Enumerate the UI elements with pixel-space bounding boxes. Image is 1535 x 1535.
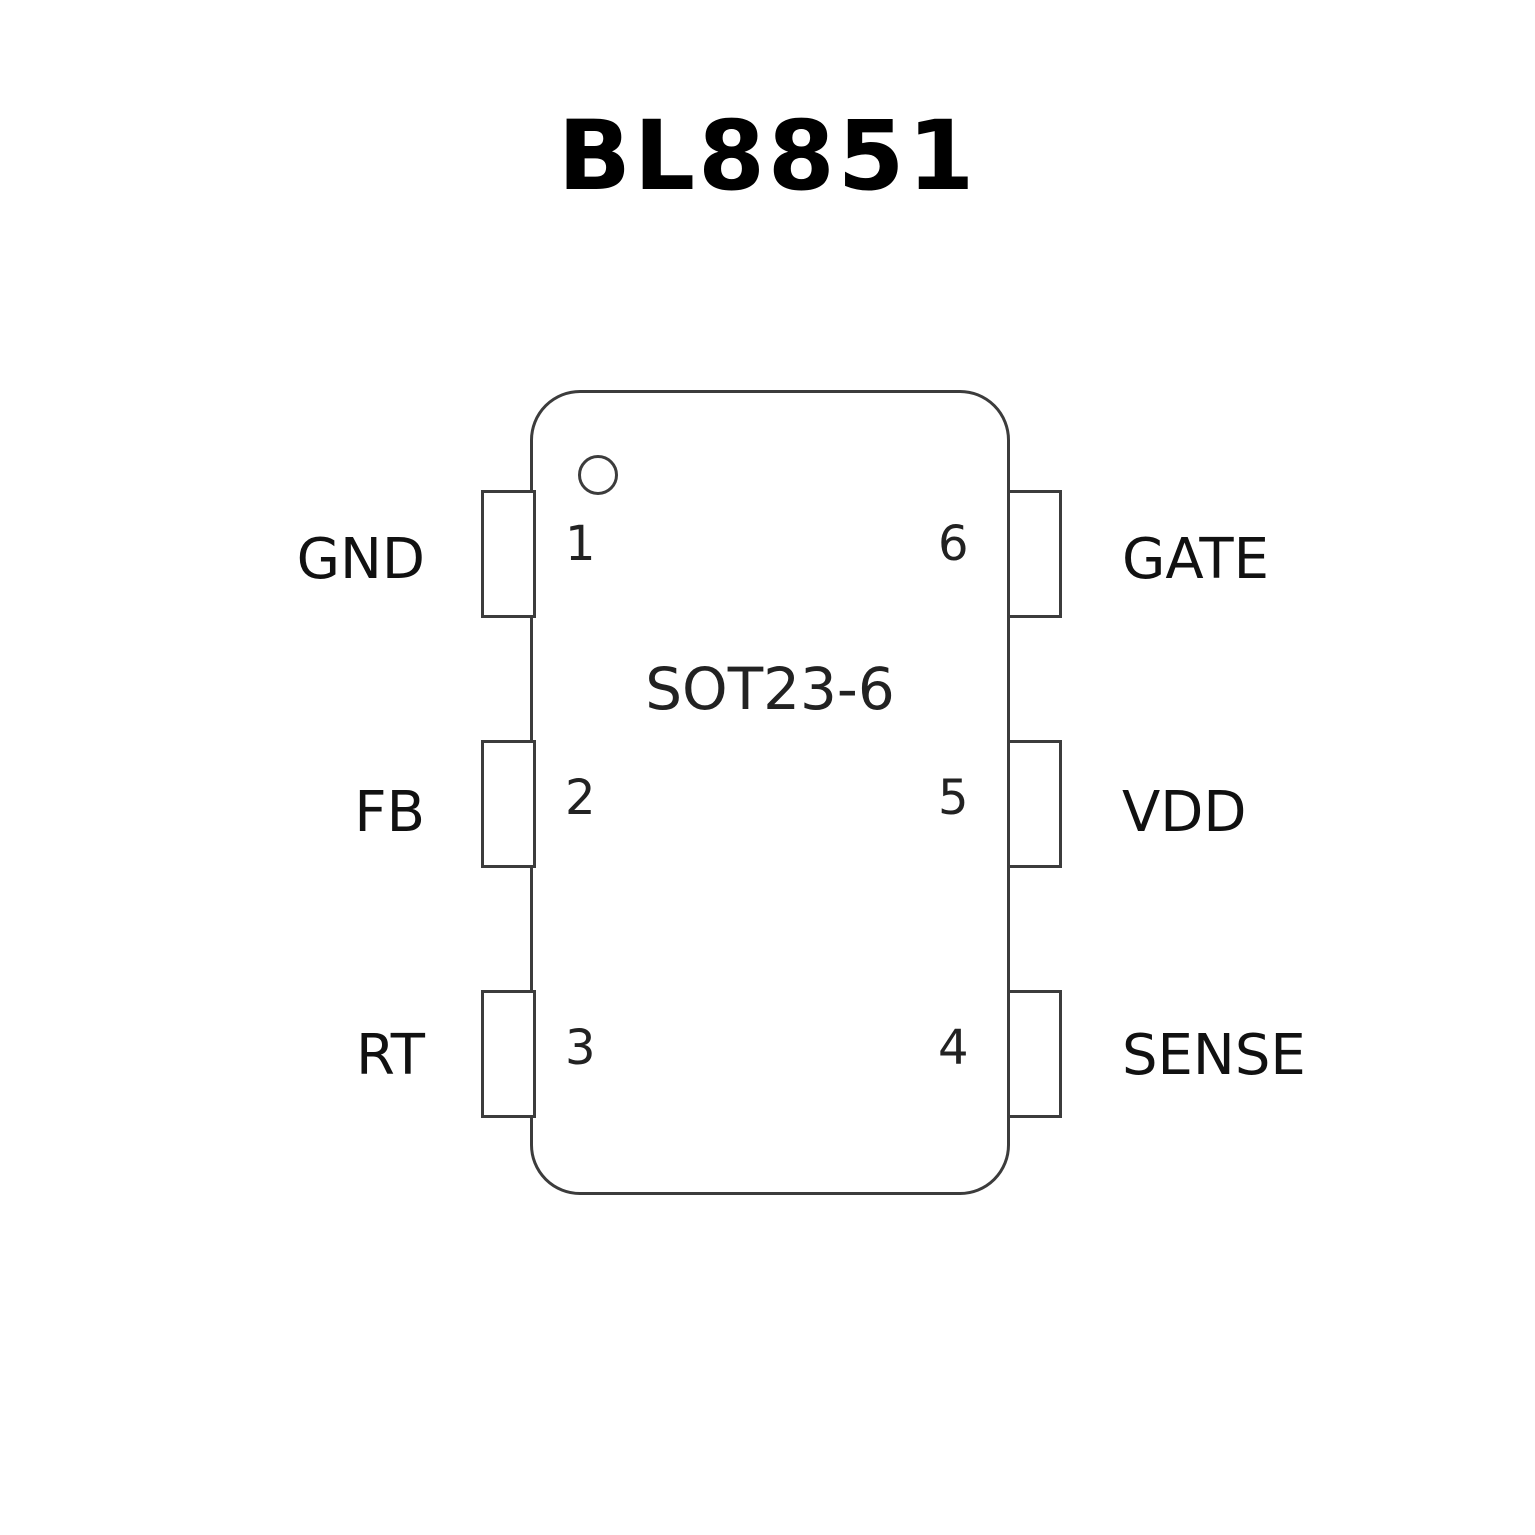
pin-stub-4 (1007, 990, 1062, 1118)
pin-label-gnd: GND (296, 527, 425, 592)
pin-label-rt: RT (355, 1023, 425, 1088)
pin-number-1: 1 (565, 516, 596, 572)
pin-number-6: 6 (938, 516, 969, 572)
pin-stub-2 (481, 740, 536, 868)
chip-title: BL8851 (557, 100, 978, 212)
pin-label-vdd: VDD (1122, 780, 1247, 845)
pin-number-2: 2 (565, 770, 596, 826)
pin-stub-5 (1007, 740, 1062, 868)
pin-stub-3 (481, 990, 536, 1118)
pin-number-3: 3 (565, 1020, 596, 1076)
package-label: SOT23-6 (645, 655, 895, 723)
pin1-marker-icon (578, 455, 618, 495)
pin-stub-6 (1007, 490, 1062, 618)
pin-number-5: 5 (938, 770, 969, 826)
chip-body (530, 390, 1010, 1195)
pin-label-fb: FB (354, 780, 425, 845)
pin-label-sense: SENSE (1122, 1023, 1306, 1088)
pin-stub-1 (481, 490, 536, 618)
pin-label-gate: GATE (1122, 527, 1269, 592)
pin-number-4: 4 (938, 1020, 969, 1076)
